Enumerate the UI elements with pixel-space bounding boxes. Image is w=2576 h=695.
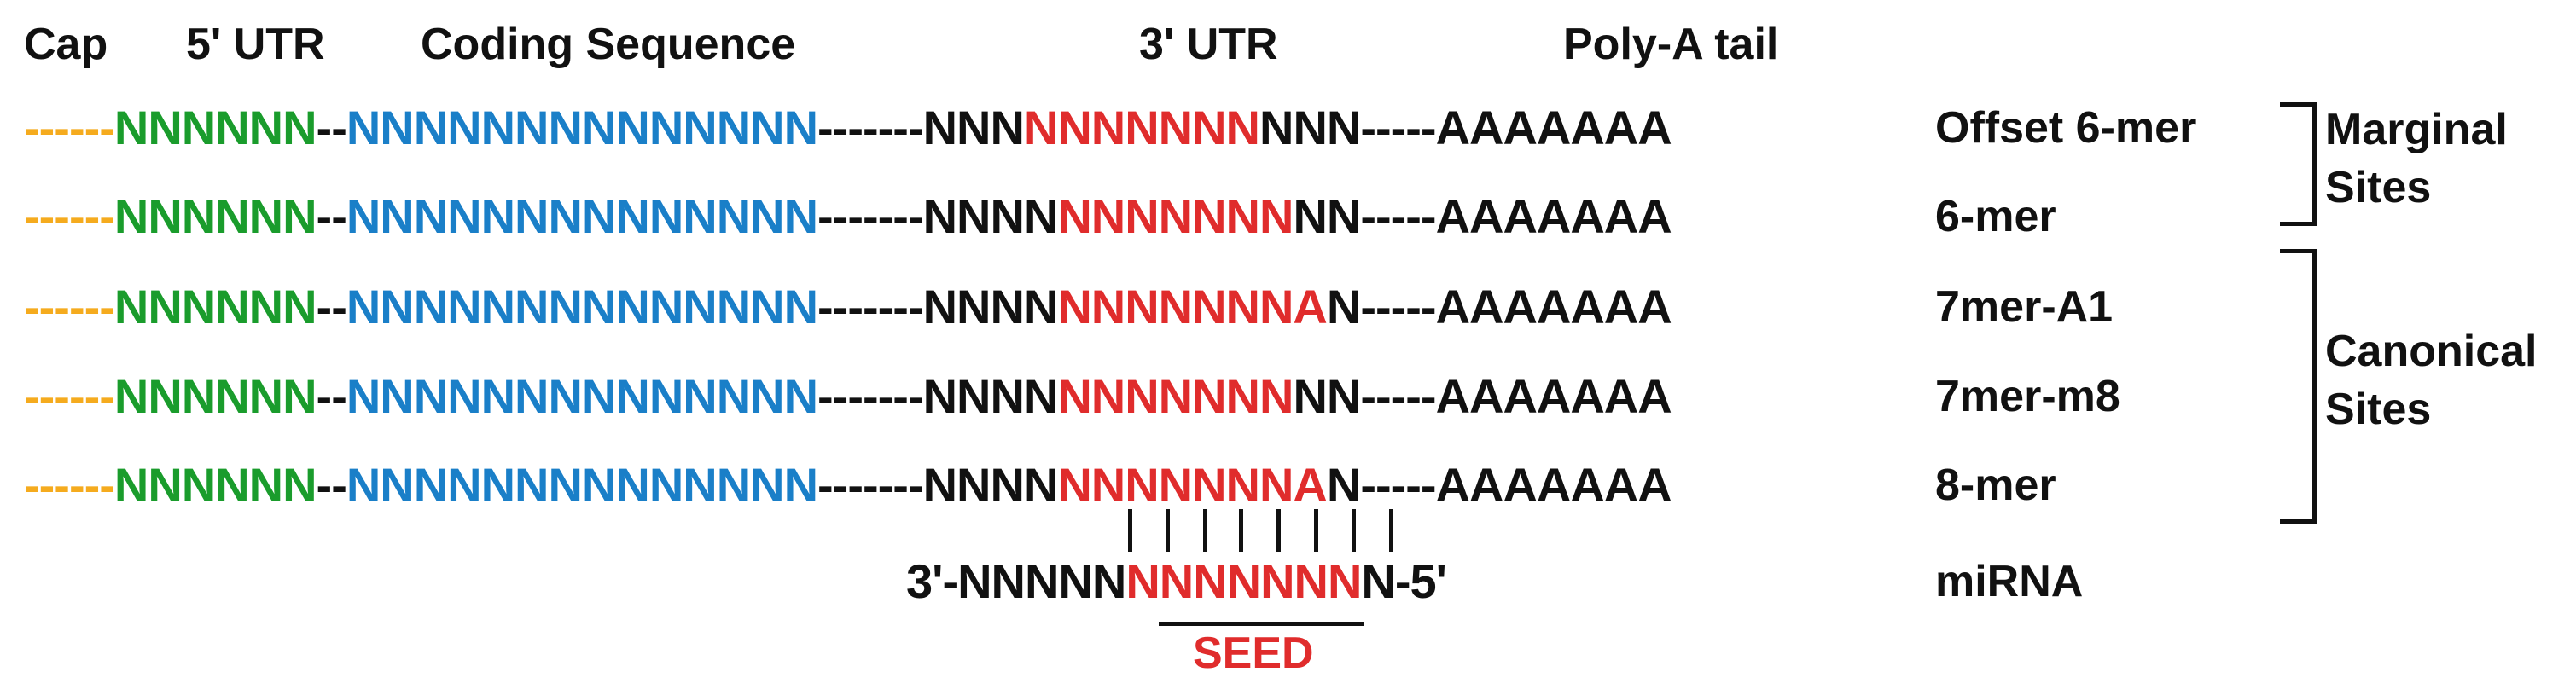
linker: ----- [1360, 280, 1436, 333]
coding-sequence: NNNNNNNNNNNNNN [346, 101, 818, 154]
utr3-flank: N [1326, 458, 1361, 512]
header-3utr: 3' UTR [1139, 20, 1278, 69]
coding-sequence: NNNNNNNNNNNNNN [346, 369, 818, 423]
cap-dash: ------ [24, 458, 115, 512]
pairing-tick [1352, 509, 1356, 552]
pairing-tick [1239, 509, 1243, 552]
utr5-sequence: NNNNNN [113, 458, 317, 512]
linker: -- [316, 101, 347, 154]
mirna-prefix: 3'-NNNNN [906, 554, 1126, 608]
linker: ------- [817, 189, 924, 243]
cap-dash: ------ [24, 189, 115, 243]
site-type-label: 7mer-m8 [1935, 372, 2120, 421]
seed-label: SEED [1193, 628, 1314, 678]
site-type-label: 7mer-A1 [1935, 282, 2114, 332]
linker: -- [316, 369, 347, 423]
marginal-sites-label: Marginal Sites [2325, 101, 2508, 217]
cap-dash: ------ [24, 369, 115, 423]
linker: ------- [817, 101, 924, 154]
utr3-flank: NN [1293, 369, 1361, 423]
mrna-row: ------NNNNNN--NNNNNNNNNNNNNN-------NNNNN… [24, 369, 1672, 424]
linker: ------- [817, 458, 924, 512]
canonical-sites-bracket [2280, 249, 2317, 524]
utr3-flank: NNNN [922, 189, 1059, 243]
mrna-row: ------NNNNNN--NNNNNNNNNNNNNN-------NNNNN… [24, 189, 1672, 244]
linker: -- [316, 458, 347, 512]
seed-underline [1159, 622, 1364, 626]
linker: ----- [1360, 458, 1436, 512]
linker: ------- [817, 369, 924, 423]
pairing-tick [1166, 509, 1170, 552]
polya-tail: AAAAAAA [1435, 458, 1672, 512]
target-site: NNNNNNNA [1057, 458, 1328, 512]
utr5-sequence: NNNNNN [113, 189, 317, 243]
utr5-sequence: NNNNNN [113, 369, 317, 423]
mirna-seed-sequence: NNNNNNN [1125, 554, 1362, 608]
target-site: NNNNNNNA [1057, 280, 1328, 333]
utr3-flank: NNN [922, 101, 1025, 154]
canonical-sites-line2: Sites [2325, 385, 2432, 434]
mrna-row: ------NNNNNN--NNNNNNNNNNNNNN-------NNNNN… [24, 280, 1672, 334]
polya-tail: AAAAAAA [1435, 280, 1672, 333]
marginal-sites-line2: Sites [2325, 163, 2432, 212]
linker: -- [316, 189, 347, 243]
mrna-row: ------NNNNNN--NNNNNNNNNNNNNN-------NNNNN… [24, 101, 1672, 155]
utr3-flank: NNNN [922, 458, 1059, 512]
site-type-label: 6-mer [1935, 192, 2056, 241]
pairing-tick [1276, 509, 1281, 552]
mirna-label: miRNA [1935, 557, 2084, 606]
target-site: NNNNNNN [1057, 189, 1294, 243]
utr3-flank: NN [1293, 189, 1361, 243]
mrna-row: ------NNNNNN--NNNNNNNNNNNNNN-------NNNNN… [24, 458, 1672, 513]
linker: ------- [817, 280, 924, 333]
header-polya-tail: Poly-A tail [1563, 20, 1779, 69]
utr5-sequence: NNNNNN [113, 280, 317, 333]
polya-tail: AAAAAAA [1435, 369, 1672, 423]
site-type-label: Offset 6-mer [1935, 103, 2197, 153]
pairing-tick [1203, 509, 1207, 552]
coding-sequence: NNNNNNNNNNNNNN [346, 458, 818, 512]
utr3-flank: NNN [1259, 101, 1361, 154]
cap-dash: ------ [24, 280, 115, 333]
utr3-flank: N [1326, 280, 1361, 333]
linker: ----- [1360, 189, 1436, 243]
utr5-sequence: NNNNNN [113, 101, 317, 154]
header-cap: Cap [24, 20, 108, 69]
canonical-sites-line1: Canonical [2325, 327, 2538, 376]
pairing-tick [1314, 509, 1318, 552]
marginal-sites-line1: Marginal [2325, 105, 2508, 154]
linker: ----- [1360, 369, 1436, 423]
utr3-flank: NNNN [922, 369, 1059, 423]
coding-sequence: NNNNNNNNNNNNNN [346, 280, 818, 333]
site-type-label: 8-mer [1935, 460, 2056, 510]
header-5utr: 5' UTR [186, 20, 325, 69]
cap-dash: ------ [24, 101, 115, 154]
utr3-flank: NNNN [922, 280, 1059, 333]
pairing-tick [1128, 509, 1132, 552]
linker: -- [316, 280, 347, 333]
coding-sequence: NNNNNNNNNNNNNN [346, 189, 818, 243]
pairing-tick [1389, 509, 1393, 552]
target-site: NNNNNNN [1023, 101, 1260, 154]
polya-tail: AAAAAAA [1435, 189, 1672, 243]
mirna-strand: 3'-NNNNNNNNNNNNN-5' [906, 554, 1447, 609]
canonical-sites-label: Canonical Sites [2325, 322, 2538, 438]
linker: ----- [1360, 101, 1436, 154]
marginal-sites-bracket [2280, 102, 2317, 226]
mirna-suffix: N-5' [1361, 554, 1447, 608]
header-coding-sequence: Coding Sequence [421, 20, 796, 69]
target-site: NNNNNNN [1057, 369, 1294, 423]
polya-tail: AAAAAAA [1435, 101, 1672, 154]
